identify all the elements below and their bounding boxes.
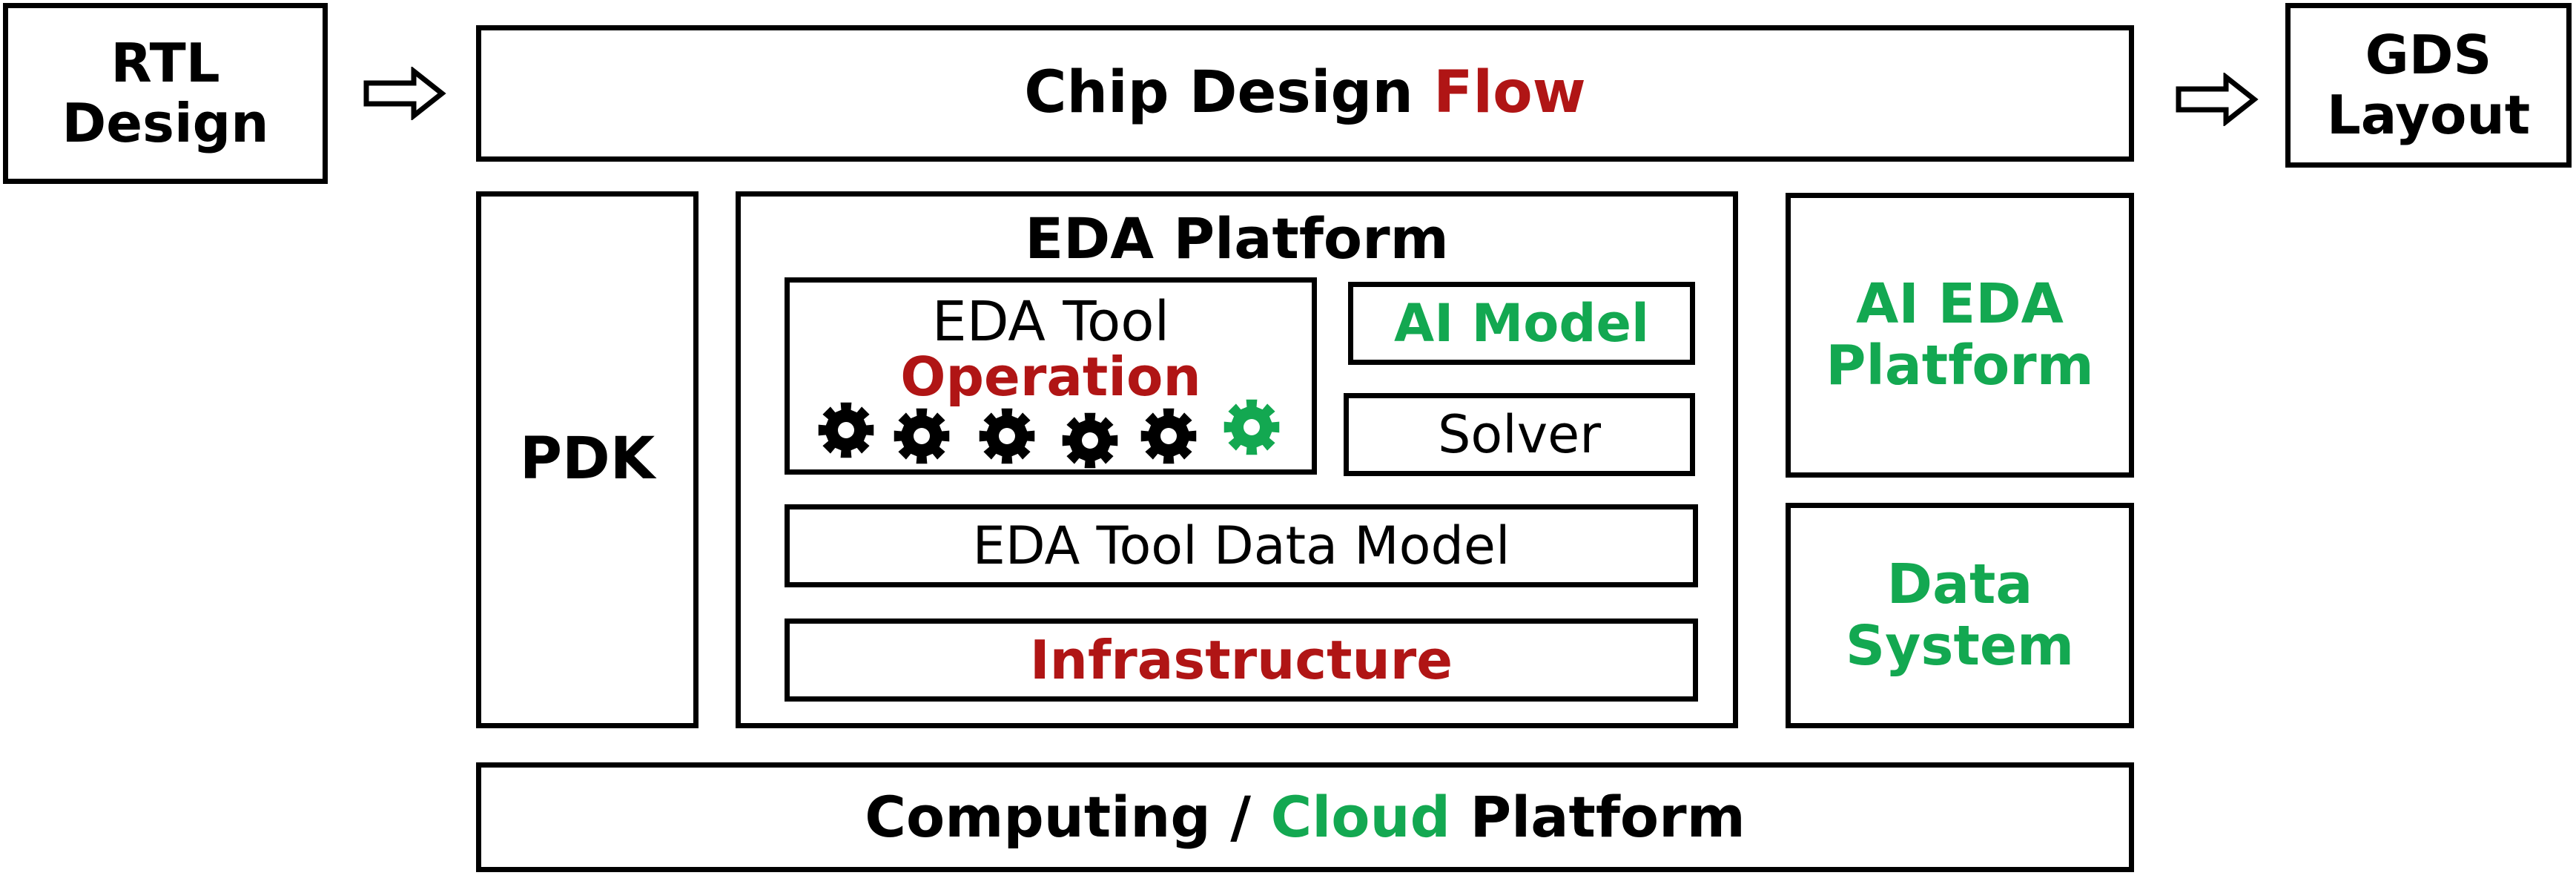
chip-design-text: Chip Design xyxy=(1024,59,1434,127)
ai-model-label: AI Model xyxy=(1394,292,1649,354)
eda-platform-title: EDA Platform xyxy=(1025,205,1449,271)
rtl-design-label-line1: RTL xyxy=(110,32,220,95)
chip-design-flow-label: Chip Design Flow xyxy=(1024,61,1586,125)
gds-layout-label-line2: Layout xyxy=(2326,84,2531,146)
ai-eda-label-line1: AI EDA xyxy=(1856,272,2064,337)
right-arrow-icon xyxy=(2176,73,2259,126)
rtl-design-box: RTL Design xyxy=(3,3,328,184)
right-arrow-icon xyxy=(363,67,446,120)
data-system-box: Data System xyxy=(1786,503,2134,728)
eda-tool-label: EDA Tool xyxy=(931,290,1170,354)
ai-model-box: AI Model xyxy=(1348,282,1695,365)
pdk-box: PDK xyxy=(476,191,699,728)
chip-design-flow-box: Chip Design Flow xyxy=(476,25,2134,162)
data-system-label-line2: System xyxy=(1845,614,2075,678)
gear-icon xyxy=(1062,412,1118,469)
pdk-label: PDK xyxy=(519,426,655,493)
computing-text: Computing / xyxy=(865,784,1271,851)
computing-cloud-platform-box: Computing / Cloud Platform xyxy=(476,762,2134,872)
eda-tool-data-model-box: EDA Tool Data Model xyxy=(785,504,1698,587)
gear-icon xyxy=(818,402,874,458)
solver-box: Solver xyxy=(1344,393,1695,476)
flow-text: Flow xyxy=(1433,59,1586,127)
eda-tool-operation-box: EDA Tool Operation xyxy=(785,277,1317,475)
infrastructure-box: Infrastructure xyxy=(785,619,1698,702)
gear-icon xyxy=(1140,408,1197,464)
solver-label: Solver xyxy=(1438,403,1601,465)
gear-icon xyxy=(894,408,950,464)
gds-layout-label-line1: GDS xyxy=(2365,24,2492,87)
ai-eda-label-line2: Platform xyxy=(1826,334,2094,398)
operation-label: Operation xyxy=(900,345,1201,408)
gear-icon xyxy=(1223,399,1280,455)
eda-tool-data-model-label: EDA Tool Data Model xyxy=(972,515,1510,576)
gds-layout-box: GDS Layout xyxy=(2285,3,2572,168)
rtl-design-label-line2: Design xyxy=(62,92,269,154)
infrastructure-label: Infrastructure xyxy=(1029,628,1453,691)
cloud-text: Cloud xyxy=(1270,784,1451,851)
ai-eda-platform-box: AI EDA Platform xyxy=(1786,193,2134,478)
computing-cloud-platform-label: Computing / Cloud Platform xyxy=(865,785,1746,848)
gear-icon xyxy=(979,408,1035,464)
platform-text: Platform xyxy=(1450,784,1746,851)
data-system-label-line1: Data xyxy=(1886,552,2033,617)
